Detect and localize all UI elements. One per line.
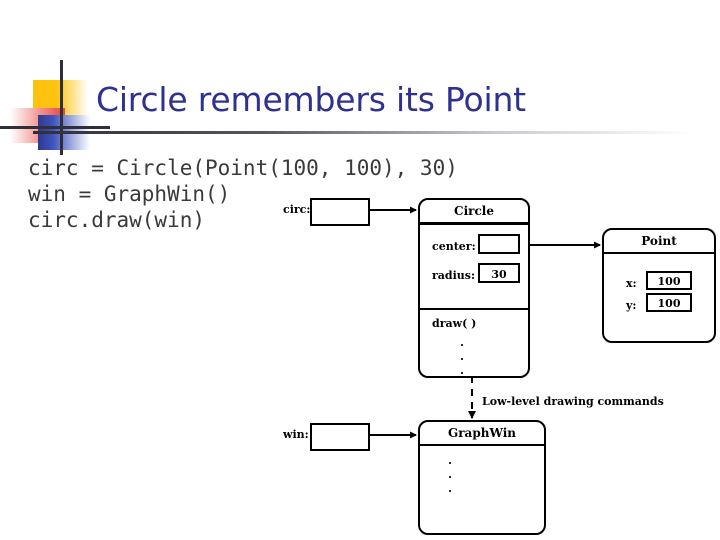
point-object-title: Point xyxy=(641,234,677,248)
circle-object-title: Circle xyxy=(454,204,494,218)
point-attr-y-box[interactable]: 100 xyxy=(646,293,692,312)
circle-attr-center-label: center: xyxy=(432,240,476,253)
circle-method-draw-label[interactable]: draw( ) xyxy=(432,317,477,330)
point-attr-x-value: 100 xyxy=(657,275,681,288)
graphwin-header-divider xyxy=(420,444,544,446)
circle-header-divider xyxy=(420,222,528,225)
graphwin-members-ellipsis: ... xyxy=(448,454,452,495)
point-attr-y-value: 100 xyxy=(657,297,681,310)
circle-members-ellipsis: ... xyxy=(460,336,464,377)
point-attr-y-label: y: xyxy=(626,299,637,312)
win-reference-box[interactable] xyxy=(310,423,370,451)
slide-title: Circle remembers its Point xyxy=(96,80,526,119)
circ-reference-box[interactable] xyxy=(310,198,370,226)
circle-attr-method-divider xyxy=(420,308,528,310)
win-reference-label: win: xyxy=(283,428,309,441)
circle-attr-center-box[interactable] xyxy=(478,234,520,254)
point-attr-x-label: x: xyxy=(626,277,637,290)
graphwin-object-box[interactable]: GraphWin ... xyxy=(418,420,546,535)
logo-vertical-bar xyxy=(60,60,63,155)
graphwin-object-title: GraphWin xyxy=(447,426,516,440)
logo-horizontal-bar xyxy=(0,126,110,129)
circle-attr-radius-box[interactable]: 30 xyxy=(478,263,520,283)
circ-reference-label: circ: xyxy=(283,203,311,216)
point-header-divider xyxy=(604,252,714,254)
circle-attr-radius-label: radius: xyxy=(432,269,476,282)
point-object-box[interactable]: Point x: 100 y: 100 xyxy=(602,228,716,343)
code-block: circ = Circle(Point(100, 100), 30) win =… xyxy=(28,156,458,232)
circle-attr-radius-value: 30 xyxy=(491,268,507,281)
low-level-drawing-commands-label: Low-level drawing commands xyxy=(482,395,664,408)
point-attr-x-box[interactable]: 100 xyxy=(646,271,692,290)
title-underline-rule xyxy=(33,131,693,134)
circle-object-box[interactable]: Circle center: radius: 30 draw( ) ... xyxy=(418,198,530,378)
